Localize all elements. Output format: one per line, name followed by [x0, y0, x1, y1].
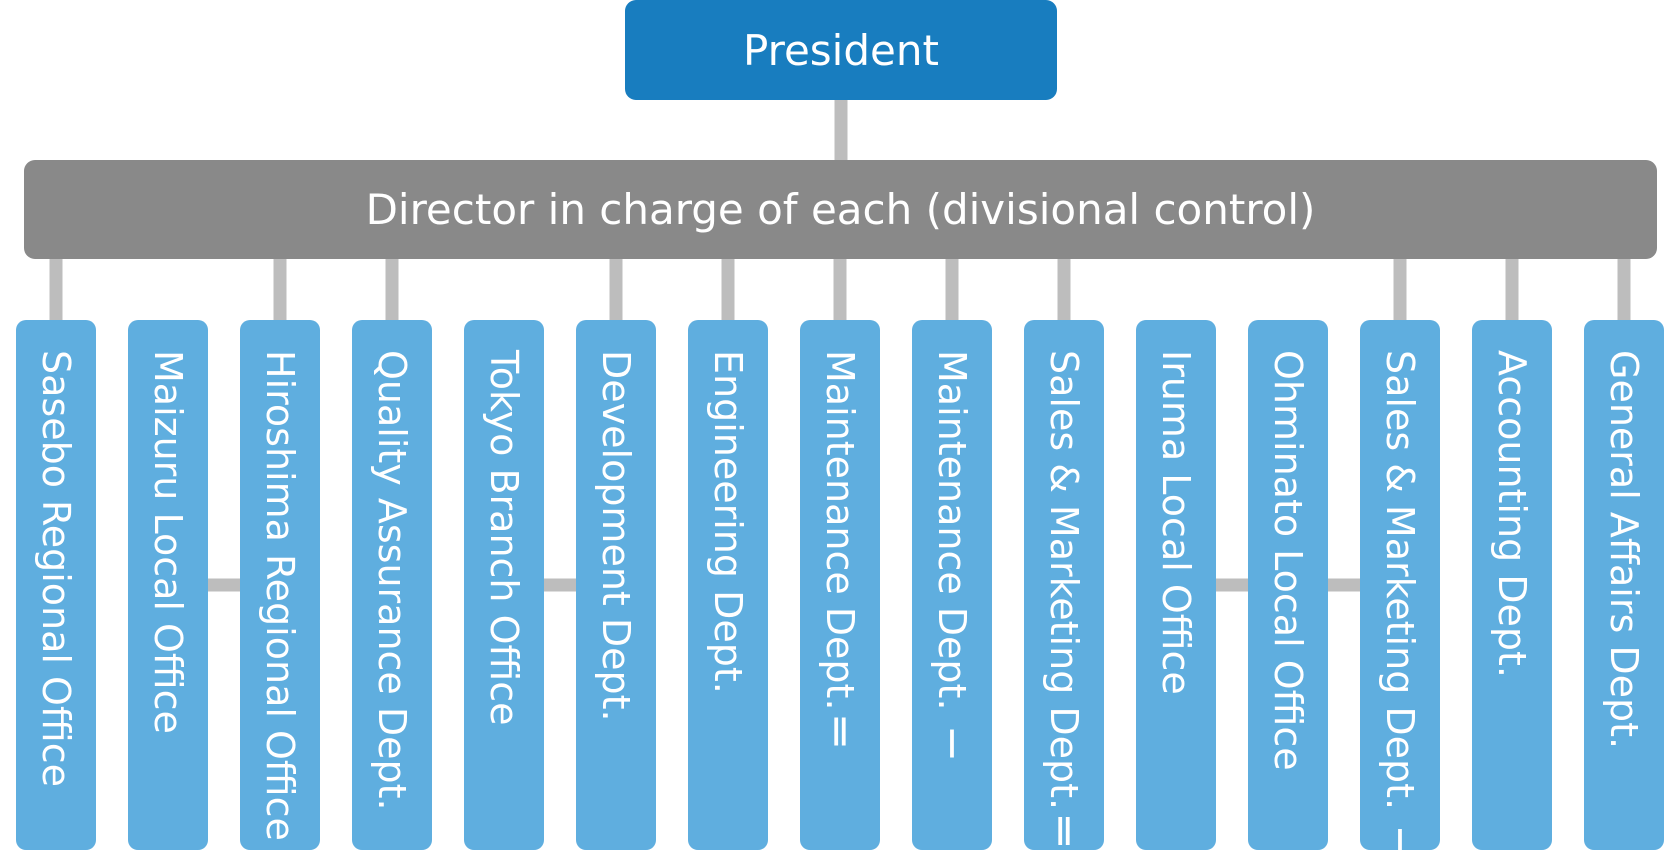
- unit-label: Ohminato Local Office: [1266, 350, 1310, 771]
- unit-box: Sasebo Regional Office: [16, 320, 96, 850]
- unit-box: Accounting Dept.: [1472, 320, 1552, 850]
- unit-label: Sales & Marketing Dept.Ⅱ: [1042, 350, 1086, 855]
- unit-box: General Affairs Dept.: [1584, 320, 1664, 850]
- unit-box: Ohminato Local Office: [1248, 320, 1328, 850]
- unit-label: General Affairs Dept.: [1602, 350, 1646, 750]
- unit-label: Iruma Local Office: [1154, 350, 1198, 695]
- unit-label: Maizuru Local Office: [146, 350, 190, 734]
- unit-box: Quality Assurance Dept.: [352, 320, 432, 850]
- unit-box: Development Dept.: [576, 320, 656, 850]
- director-label: Director in charge of each (divisional c…: [365, 185, 1316, 234]
- president-label: President: [743, 25, 939, 75]
- unit-label: Engineering Dept.: [706, 350, 750, 694]
- unit-label: Maintenance Dept.Ⅱ: [818, 350, 862, 755]
- unit-box: Sales & Marketing Dept. Ⅰ: [1360, 320, 1440, 866]
- unit-label: Maintenance Dept. Ⅰ: [930, 350, 974, 767]
- unit-box: Tokyo Branch Office: [464, 320, 544, 850]
- unit-box: Maizuru Local Office: [128, 320, 208, 850]
- unit-label: Sales & Marketing Dept. Ⅰ: [1378, 350, 1422, 866]
- unit-box: Maintenance Dept.Ⅱ: [800, 320, 880, 850]
- unit-box: Sales & Marketing Dept.Ⅱ: [1024, 320, 1104, 854]
- unit-box: Engineering Dept.: [688, 320, 768, 850]
- president-box: President: [625, 0, 1057, 100]
- unit-label: Sasebo Regional Office: [34, 350, 78, 787]
- unit-box: Hiroshima Regional Office: [240, 320, 320, 850]
- director-bar: Director in charge of each (divisional c…: [24, 160, 1657, 259]
- unit-label: Tokyo Branch Office: [482, 350, 526, 726]
- unit-box: Maintenance Dept. Ⅰ: [912, 320, 992, 850]
- unit-box: Iruma Local Office: [1136, 320, 1216, 850]
- unit-label: Development Dept.: [594, 350, 638, 722]
- unit-label: Accounting Dept.: [1490, 350, 1534, 679]
- unit-label: Hiroshima Regional Office: [258, 350, 302, 841]
- unit-label: Quality Assurance Dept.: [370, 350, 414, 811]
